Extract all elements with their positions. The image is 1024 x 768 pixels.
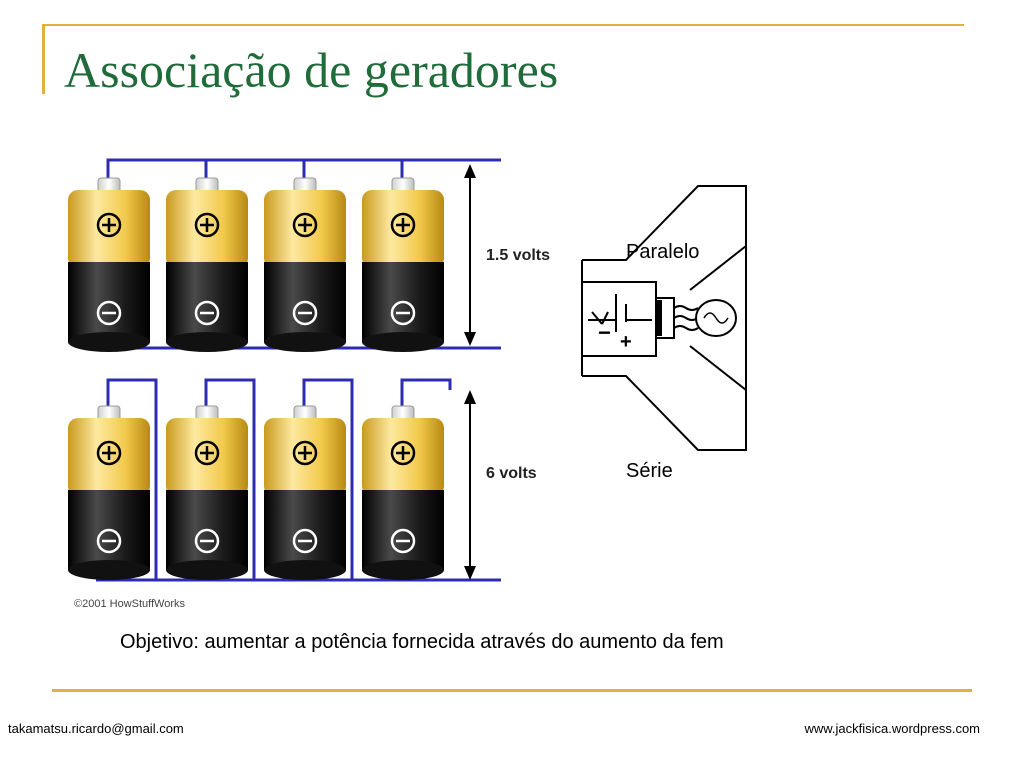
voltage-label-top: 1.5 volts — [486, 247, 550, 264]
parallel-battery-group: 1.5 volts — [66, 158, 550, 354]
frame-top-rule — [44, 24, 964, 26]
label-series: Série — [626, 460, 673, 482]
battery-minus-sign: − — [598, 320, 611, 345]
image-credit: ©2001 HowStuffWorks — [74, 598, 186, 610]
series-battery-group: 6 volts — [66, 378, 537, 582]
frame-left-rule — [42, 24, 45, 94]
slide-title: Associação de geradores — [64, 42, 559, 98]
label-parallel: Paralelo — [626, 241, 700, 263]
footer-website: www.jackfisica.wordpress.com — [804, 721, 980, 736]
voltage-label-bottom: 6 volts — [486, 465, 537, 482]
circuit-schematic: − + — [581, 185, 747, 451]
footer-email: takamatsu.ricardo@gmail.com — [8, 721, 184, 736]
footer-rule — [52, 689, 972, 692]
battery-plus-sign: + — [620, 331, 632, 353]
slide-caption: Objetivo: aumentar a potência fornecida … — [120, 631, 724, 653]
battery-illustration: 1.5 volts 6 volts ©2001 HowStuffWorks — [66, 158, 550, 610]
